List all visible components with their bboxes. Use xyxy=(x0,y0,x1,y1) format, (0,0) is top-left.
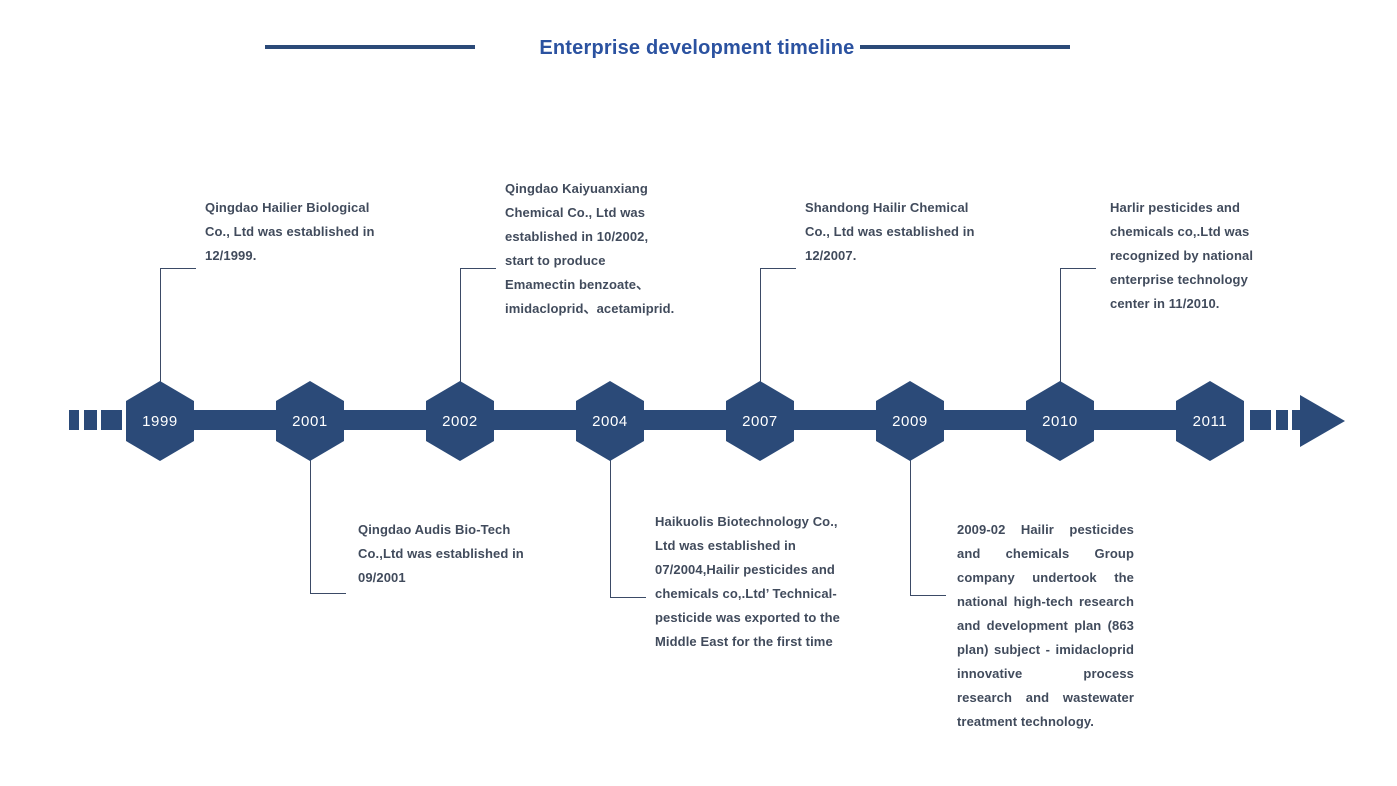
year-label: 2010 xyxy=(1042,412,1078,430)
timeline-dash xyxy=(69,410,79,430)
page-title: Enterprise development timeline xyxy=(539,37,855,60)
event-text-2001: Qingdao Audis Bio-Tech Co.,Ltd was estab… xyxy=(358,522,524,585)
timeline-arrow-icon xyxy=(1300,395,1345,447)
year-label: 2004 xyxy=(592,412,628,430)
timeline-dash xyxy=(1276,410,1288,430)
title-underline-right xyxy=(860,45,1070,49)
year-label: 2011 xyxy=(1192,412,1228,430)
timeline-dash xyxy=(84,410,97,430)
event-connector-1999 xyxy=(160,268,196,383)
event-text-2009: 2009-02 Hailir pesticides and chemicals … xyxy=(957,522,1134,729)
event-text-1999: Qingdao Hailier Biological Co., Ltd was … xyxy=(205,200,375,263)
year-hexagon-2009: 2009 xyxy=(876,381,944,461)
year-hexagon-2004: 2004 xyxy=(576,381,644,461)
year-hexagon-2001: 2001 xyxy=(276,381,344,461)
timeline-dash xyxy=(1292,410,1300,430)
event-text-2004: Haikuolis Biotechnology Co., Ltd was est… xyxy=(655,514,840,649)
year-label: 1999 xyxy=(142,412,178,430)
year-hexagon-1999: 1999 xyxy=(126,381,194,461)
event-text-2010: Harlir pesticides and chemicals co,.Ltd … xyxy=(1110,200,1254,311)
year-hexagon-2002: 2002 xyxy=(426,381,494,461)
year-label: 2009 xyxy=(892,412,928,430)
event-connector-2010 xyxy=(1060,268,1096,383)
year-hexagon-2007: 2007 xyxy=(726,381,794,461)
title-underline-left xyxy=(265,45,475,49)
year-label: 2002 xyxy=(442,412,478,430)
timeline-dash xyxy=(101,410,122,430)
event-connector-2002 xyxy=(460,268,496,383)
event-text-2002: Qingdao Kaiyuanxiang Chemical Co., Ltd w… xyxy=(505,181,675,316)
event-text-2007: Shandong Hailir Chemical Co., Ltd was es… xyxy=(805,200,975,263)
event-connector-2004 xyxy=(610,460,646,598)
event-connector-2007 xyxy=(760,268,796,383)
event-connector-2009 xyxy=(910,460,946,596)
event-connector-2001 xyxy=(310,460,346,594)
year-hexagon-2011: 2011 xyxy=(1176,381,1244,461)
timeline-dash xyxy=(1250,410,1271,430)
year-hexagon-2010: 2010 xyxy=(1026,381,1094,461)
timeline-bar xyxy=(126,410,1244,430)
year-label: 2001 xyxy=(292,412,328,430)
year-label: 2007 xyxy=(742,412,778,430)
